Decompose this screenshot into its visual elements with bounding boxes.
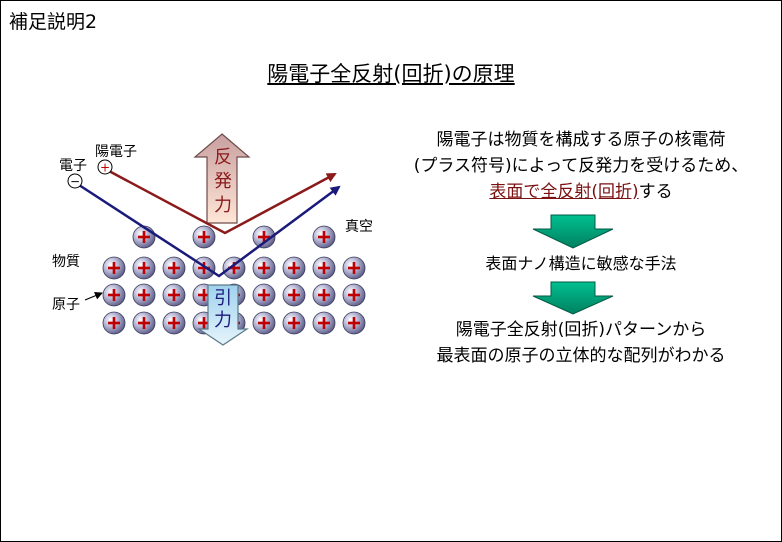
svg-text:−: −: [70, 175, 80, 189]
atom: [282, 283, 306, 307]
conclusion-paragraph: 陽電子全反射(回折)パターンから 最表面の原子の立体的な配列がわかる: [396, 317, 766, 369]
atom: [132, 311, 156, 335]
material-label: 物質: [52, 254, 80, 270]
atom: [282, 311, 306, 335]
step-arrow-1: [532, 214, 614, 249]
conclusion-line-1: 陽電子全反射(回折)パターンから: [455, 320, 707, 340]
corner-title: 補足説明2: [9, 11, 98, 33]
atom-label: 原子: [52, 297, 80, 313]
conclusion-line-2: 最表面の原子の立体的な配列がわかる: [436, 346, 726, 366]
positron-path: [108, 169, 337, 235]
atom: [252, 256, 276, 280]
atom: [312, 256, 336, 280]
atom: [282, 256, 306, 280]
atom: [252, 311, 276, 335]
total-reflection-highlight: 表面で全反射(回折): [489, 182, 639, 202]
atom: [102, 256, 126, 280]
page-title: 陽電子全反射(回折)の原理: [267, 62, 515, 86]
atom: [192, 225, 216, 249]
surface-sensitive-note: 表面ナノ構造に敏感な手法: [485, 254, 677, 273]
atom: [132, 256, 156, 280]
attraction-label-1: 引: [214, 288, 232, 309]
atom: [342, 311, 366, 335]
positron-label: 陽電子: [95, 144, 137, 160]
atom: [312, 283, 336, 307]
electron-label: 電子: [59, 158, 87, 174]
explanation-line-2: (プラス符号)によって反発力を受けるため、: [413, 156, 749, 176]
explanation-line-1: 陽電子は物質を構成する原子の核電荷: [436, 130, 726, 150]
atom: [252, 225, 276, 249]
positron-symbol: +: [97, 159, 113, 175]
atom: [342, 256, 366, 280]
repulsion-label-1: 反: [214, 147, 232, 168]
atom: [252, 283, 276, 307]
repulsion-label-3: 力: [214, 195, 232, 216]
atom: [312, 225, 336, 249]
atom: [162, 311, 186, 335]
explanation-line-3: 表面で全反射(回折)する: [396, 179, 766, 205]
atom: [312, 311, 336, 335]
atom: [162, 283, 186, 307]
repulsion-force-arrow: 反 発 力: [193, 133, 251, 224]
electron-path: [78, 183, 341, 278]
electron-symbol: −: [67, 173, 83, 189]
repulsion-label-2: 発: [214, 171, 232, 192]
atom: [102, 283, 126, 307]
atom: [342, 283, 366, 307]
vacuum-label: 真空: [345, 219, 373, 235]
atom: [162, 256, 186, 280]
atom: [132, 225, 156, 249]
atom: [102, 311, 126, 335]
atom-pointer-arrow: [84, 291, 103, 301]
attraction-force-arrow: 引 力: [197, 284, 249, 346]
attraction-label-2: 力: [214, 310, 232, 331]
atom: [132, 283, 156, 307]
svg-text:+: +: [100, 161, 110, 175]
explanation-paragraph: 陽電子は物質を構成する原子の核電荷 (プラス符号)によって反発力を受けるため、 …: [396, 127, 766, 205]
step-arrow-2: [532, 281, 614, 315]
explanation-line-3-tail: する: [638, 182, 673, 202]
